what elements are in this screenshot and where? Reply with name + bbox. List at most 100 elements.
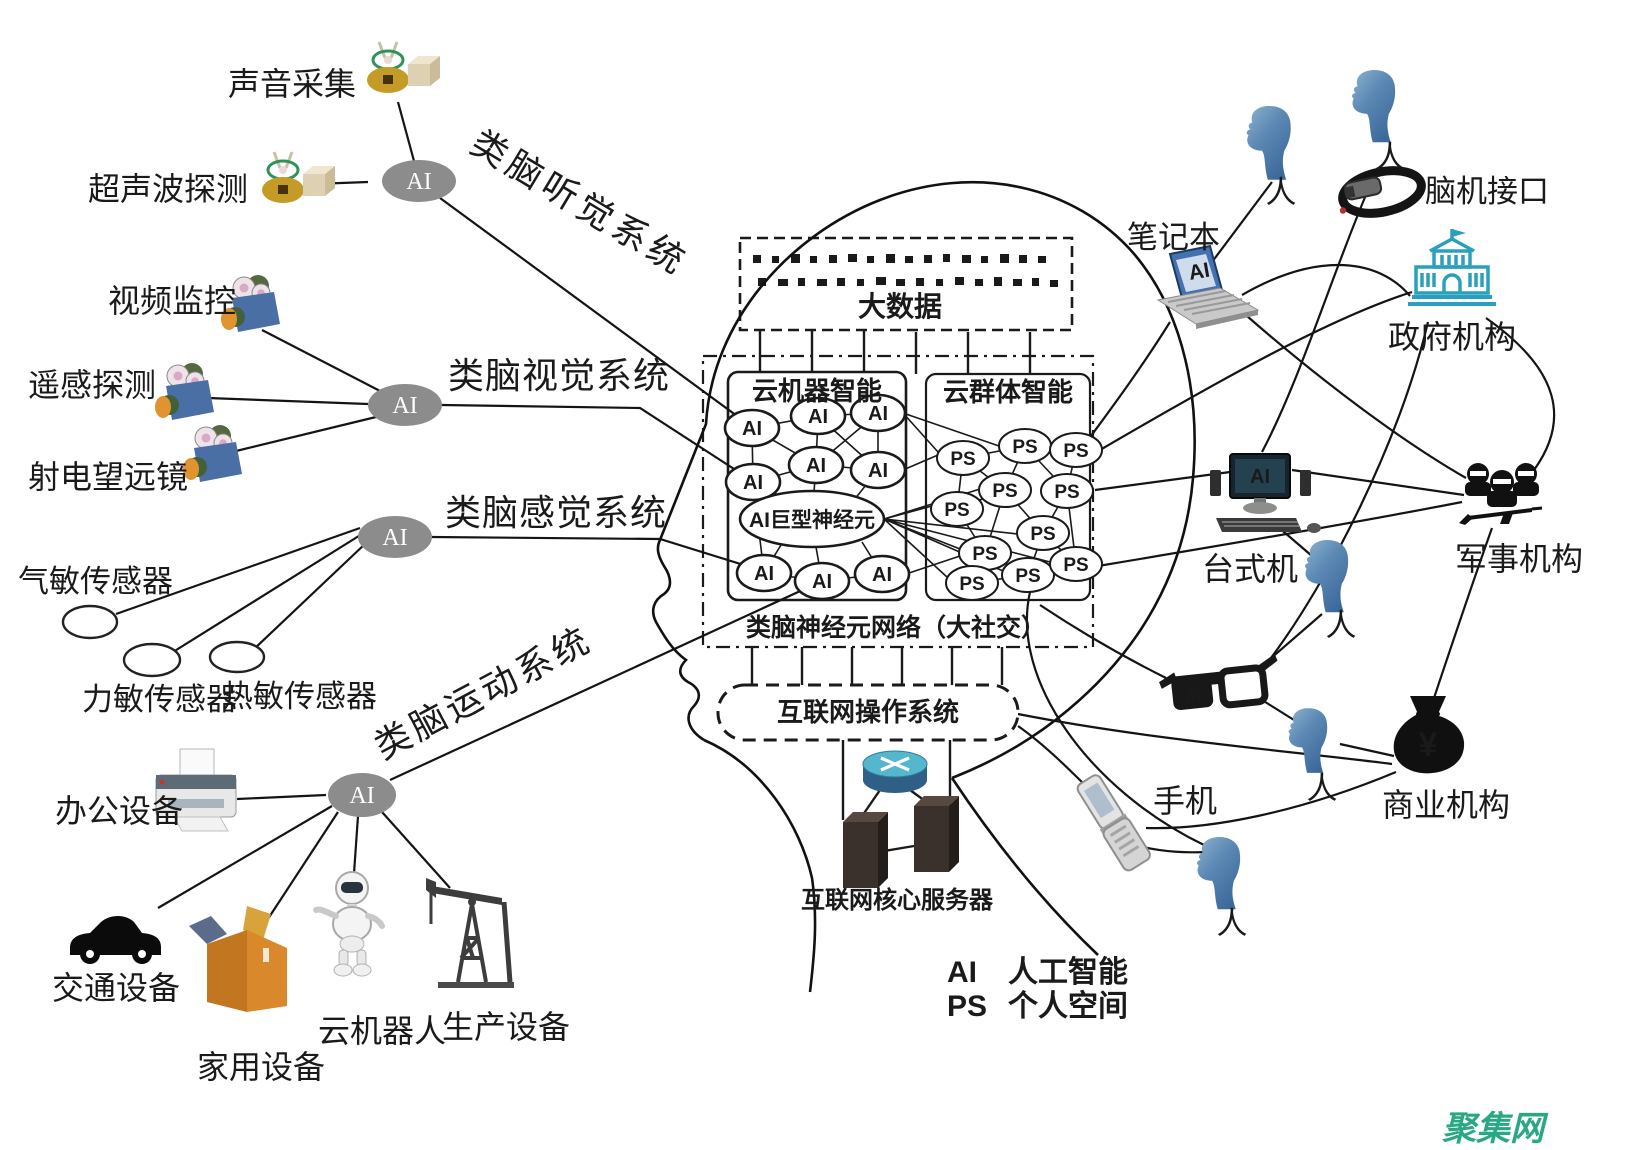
- legend-ai-abbr: AI: [947, 956, 977, 989]
- person-label: 人: [1326, 608, 1357, 643]
- ai-node: AI: [793, 561, 851, 601]
- bci-label: 脑机接口: [1425, 174, 1549, 209]
- internet-os-title: 互联网操作系统: [777, 697, 959, 727]
- visual-hub: AI: [368, 384, 442, 426]
- ai-giant-neuron-node: AI巨型神经元: [738, 489, 886, 549]
- household-equipment-label: 家用设备: [197, 1049, 325, 1085]
- big-data-title: 大数据: [858, 291, 942, 322]
- head-outline: [651, 180, 1196, 993]
- svg-text:PS: PS: [959, 574, 984, 595]
- svg-text:AI: AI: [808, 406, 828, 428]
- glasses-ai-mark: AI: [1184, 688, 1202, 707]
- yuan-mark: ¥: [1419, 726, 1438, 764]
- oil-pump-icon: [426, 878, 514, 988]
- svg-text:PS: PS: [1015, 566, 1040, 587]
- production-equipment-label: 生产设备: [442, 1009, 570, 1045]
- svg-text:AI: AI: [868, 460, 888, 482]
- person-label: 人: [1375, 140, 1406, 175]
- watermark: 聚集网: [1442, 1110, 1549, 1148]
- ai-node: AI: [723, 408, 781, 448]
- swarm-intelligence-title: 云群体智能: [943, 377, 1073, 407]
- military-label: 军事机构: [1455, 541, 1583, 577]
- desktop-icon: AI: [1210, 453, 1321, 533]
- ai-node-cluster: AI AI AI AI AI AI AI巨型神经元 AI AI AI: [723, 393, 911, 601]
- person-icon: [1246, 105, 1291, 180]
- person-icon: [1305, 539, 1349, 613]
- motor-hub: AI: [328, 773, 396, 817]
- ai-node: AI: [735, 553, 793, 593]
- ai-node: AI: [853, 554, 911, 594]
- legend: AI 人工智能 PS 个人空间: [947, 956, 1128, 1023]
- svg-text:PS: PS: [1012, 437, 1037, 458]
- desktop-screen-ai: AI: [1250, 466, 1270, 488]
- radio-telescope-label: 射电望远镜: [28, 459, 188, 495]
- government-building-icon: [1408, 229, 1496, 306]
- machine-intelligence-title: 云机器智能: [752, 376, 882, 406]
- military-group-icon: [1459, 463, 1543, 525]
- visual-system-label: 类脑视觉系统: [448, 356, 670, 396]
- svg-text:AI: AI: [868, 403, 888, 425]
- motor-system-label: 类脑运动系统: [368, 619, 599, 767]
- radio-telescope-camera-icon: [182, 424, 243, 483]
- server-towers-icon: [843, 796, 959, 888]
- smart-glasses-icon: AI: [1159, 653, 1278, 711]
- government-label: 政府机构: [1388, 319, 1516, 355]
- household-box-icon: [189, 906, 287, 1012]
- person-icon: [1352, 69, 1396, 143]
- person-label: 人: [1266, 175, 1297, 210]
- ai-node: AI: [849, 393, 907, 433]
- svg-text:AI: AI: [872, 564, 892, 586]
- svg-text:PS: PS: [1054, 482, 1079, 503]
- connection-lines: [115, 101, 1556, 929]
- car-icon: [70, 916, 161, 964]
- ps-node: PS: [1040, 473, 1094, 509]
- svg-text:AI巨型神经元: AI巨型神经元: [749, 508, 875, 532]
- ultrasonic-sensor-icon: [260, 150, 337, 205]
- neuron-network-title: 类脑神经元网络（大社交）: [746, 613, 1046, 642]
- video-surveillance-label: 视频监控: [108, 283, 236, 319]
- desktop-label: 台式机: [1202, 551, 1298, 587]
- sound-collection-label: 声音采集: [228, 66, 356, 102]
- big-data-box: [738, 236, 1074, 332]
- svg-text:AI: AI: [742, 418, 762, 440]
- svg-text:AI: AI: [382, 525, 407, 551]
- svg-text:PS: PS: [1030, 524, 1055, 545]
- svg-text:PS: PS: [950, 449, 975, 470]
- business-label: 商业机构: [1382, 787, 1510, 823]
- svg-text:PS: PS: [972, 544, 997, 565]
- ps-node: PS: [1001, 557, 1055, 593]
- remote-sensing-camera-icon: [154, 362, 215, 421]
- svg-text:AI: AI: [812, 571, 832, 593]
- ps-node: PS: [1049, 432, 1103, 468]
- internet-os-box: [716, 683, 1020, 742]
- sensory-hub: AI: [358, 516, 432, 558]
- svg-text:AI: AI: [392, 393, 417, 419]
- money-bag-icon: ¥: [1393, 696, 1465, 774]
- thermal-sensor-ellipse: [208, 640, 266, 674]
- laptop-screen-ai: AI: [1187, 259, 1212, 285]
- ai-node: AI: [789, 396, 847, 436]
- svg-text:AI: AI: [743, 472, 763, 494]
- svg-text:PS: PS: [992, 481, 1017, 502]
- office-equipment-label: 办公设备: [55, 793, 183, 829]
- printer-icon: [155, 748, 237, 832]
- sound-sensor-icon: [365, 40, 442, 95]
- svg-text:PS: PS: [944, 500, 969, 521]
- auditory-hub: AI: [382, 160, 456, 202]
- legend-ps-name: 个人空间: [1008, 990, 1128, 1023]
- laptop-icon: AI: [1156, 244, 1260, 329]
- phone-label: 手机: [1153, 783, 1217, 819]
- thermal-sensor-label: 热敏传感器: [222, 679, 377, 714]
- ai-node: AI: [724, 462, 782, 502]
- ps-node: PS: [998, 428, 1052, 464]
- person-icon: [1197, 836, 1241, 910]
- force-sensor-ellipse: [122, 642, 182, 678]
- ps-node: PS: [978, 472, 1032, 508]
- force-sensor-label: 力敏传感器: [82, 682, 237, 717]
- cloud-robot-icon: [313, 871, 385, 977]
- gas-sensor-label: 气敏传感器: [18, 564, 173, 599]
- svg-text:AI: AI: [349, 783, 374, 809]
- router-icon: [862, 750, 928, 793]
